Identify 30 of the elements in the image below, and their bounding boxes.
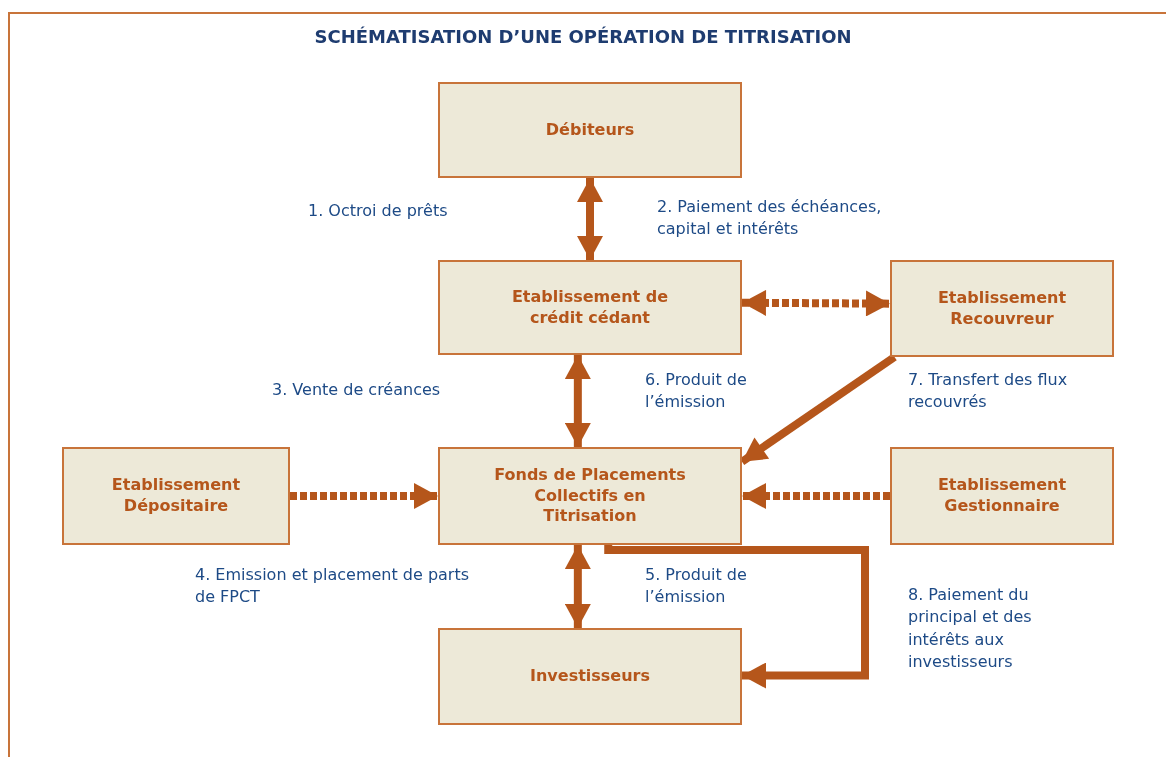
box-label: Investisseurs xyxy=(530,666,650,687)
step-label: 6. Produit de l’émission xyxy=(645,369,748,414)
arrow xyxy=(564,355,591,447)
arrow xyxy=(290,483,438,509)
arrow xyxy=(564,545,591,628)
step-label: 7. Transfert des flux recouvrés xyxy=(908,369,1069,414)
arrow xyxy=(604,544,869,689)
step-label: 1. Octroi de prêts xyxy=(308,200,449,222)
process-box xyxy=(438,628,742,725)
process-box xyxy=(438,82,742,178)
box-label: Etablissement Dépositaire xyxy=(110,475,242,517)
process-box xyxy=(890,260,1114,357)
box-label: Débiteurs xyxy=(545,119,635,141)
step-label: 4. Emission et placement de parts de FPCT xyxy=(195,564,471,609)
arrow xyxy=(577,178,603,260)
process-box xyxy=(890,447,1114,545)
step-label: 5. Produit de l’émission xyxy=(645,564,748,609)
process-box xyxy=(438,447,742,545)
step-label: 3. Vente de créances xyxy=(272,379,442,401)
step-label: 2. Paiement des échéances, capital et intérêts xyxy=(657,196,883,241)
box-label: Etablissement Recouvreur xyxy=(937,287,1067,330)
process-box xyxy=(438,260,742,355)
process-box xyxy=(62,447,290,545)
step-label: 8. Paiement du principal et des intérêts aux investisseurs xyxy=(908,584,1033,674)
arrow xyxy=(742,483,890,509)
arrow xyxy=(741,289,891,317)
box-label: Etablissement Gestionnaire xyxy=(937,475,1067,517)
box-label: Fonds de Placements Collectifs en Titrisation xyxy=(493,464,687,528)
box-label: Etablissement de crédit cédant xyxy=(510,286,670,329)
diagram-title: SCHÉMATISATION D’UNE OPÉRATION DE TITRISATION xyxy=(313,26,853,47)
